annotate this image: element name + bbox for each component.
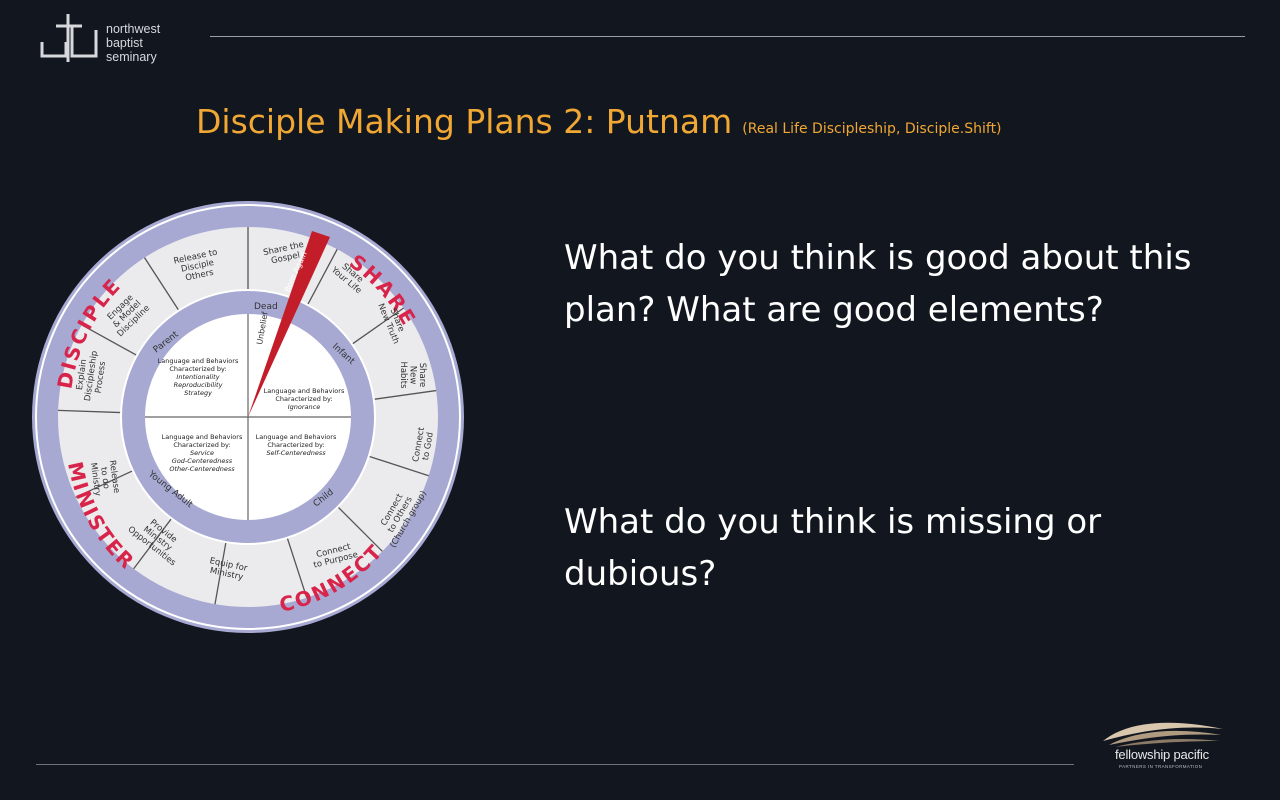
- outer-ring-edge: [35, 204, 461, 630]
- segment-divider: [368, 455, 429, 477]
- segment-divider: [58, 409, 122, 414]
- segment-divider: [81, 324, 138, 356]
- slide-title: Disciple Making Plans 2: Putnam (Real Lif…: [196, 102, 1002, 141]
- segment-label: Connectto God: [411, 426, 436, 465]
- segment-label: ShareNewHabits: [398, 361, 427, 389]
- fellowship-pacific-logo: fellowship pacific PARTNERS IN TRANSFORM…: [1095, 715, 1230, 775]
- stage-dead: Dead: [254, 302, 278, 312]
- segment-dividers: [58, 227, 437, 605]
- segment-label: ExplainDiscipleshipProcess: [74, 349, 110, 403]
- segment-divider: [133, 518, 173, 570]
- question-missing: What do you think is missing or dubious?: [564, 502, 1102, 594]
- logo-line-3: seminary: [106, 50, 157, 64]
- segment-label: Releaseto doMinistry: [88, 459, 121, 496]
- seminary-logo: northwest baptist seminary: [38, 10, 213, 70]
- segment-divider: [373, 389, 437, 400]
- segment-divider: [337, 506, 383, 552]
- discipleship-wheel: Born Again DISCIPLE SHARE CONNECT MINIST…: [32, 201, 464, 633]
- logo-line-1: northwest: [106, 22, 161, 36]
- segment-divider: [351, 307, 405, 345]
- cross-book-icon: [40, 14, 98, 62]
- segment-divider: [75, 470, 134, 498]
- question-good-elements: What do you think is good about this pla…: [564, 238, 1192, 330]
- brand-name: fellowship pacific: [1115, 747, 1209, 762]
- segment-divider: [307, 248, 338, 306]
- title-subtitle: (Real Life Discipleship, Disciple.Shift): [742, 121, 1002, 137]
- top-divider: [210, 36, 1245, 37]
- title-main: Disciple Making Plans 2: Putnam: [196, 102, 733, 141]
- segment-divider: [143, 257, 180, 311]
- segment-divider: [286, 537, 308, 598]
- bottom-divider: [36, 764, 1074, 765]
- segment-divider: [214, 541, 227, 605]
- born-again-wedge: [248, 231, 330, 417]
- logo-line-2: baptist: [106, 36, 143, 50]
- brand-tagline: PARTNERS IN TRANSFORMATION: [1119, 764, 1203, 769]
- seminary-name: northwest baptist seminary: [106, 22, 160, 64]
- wave-icon: [1103, 722, 1223, 747]
